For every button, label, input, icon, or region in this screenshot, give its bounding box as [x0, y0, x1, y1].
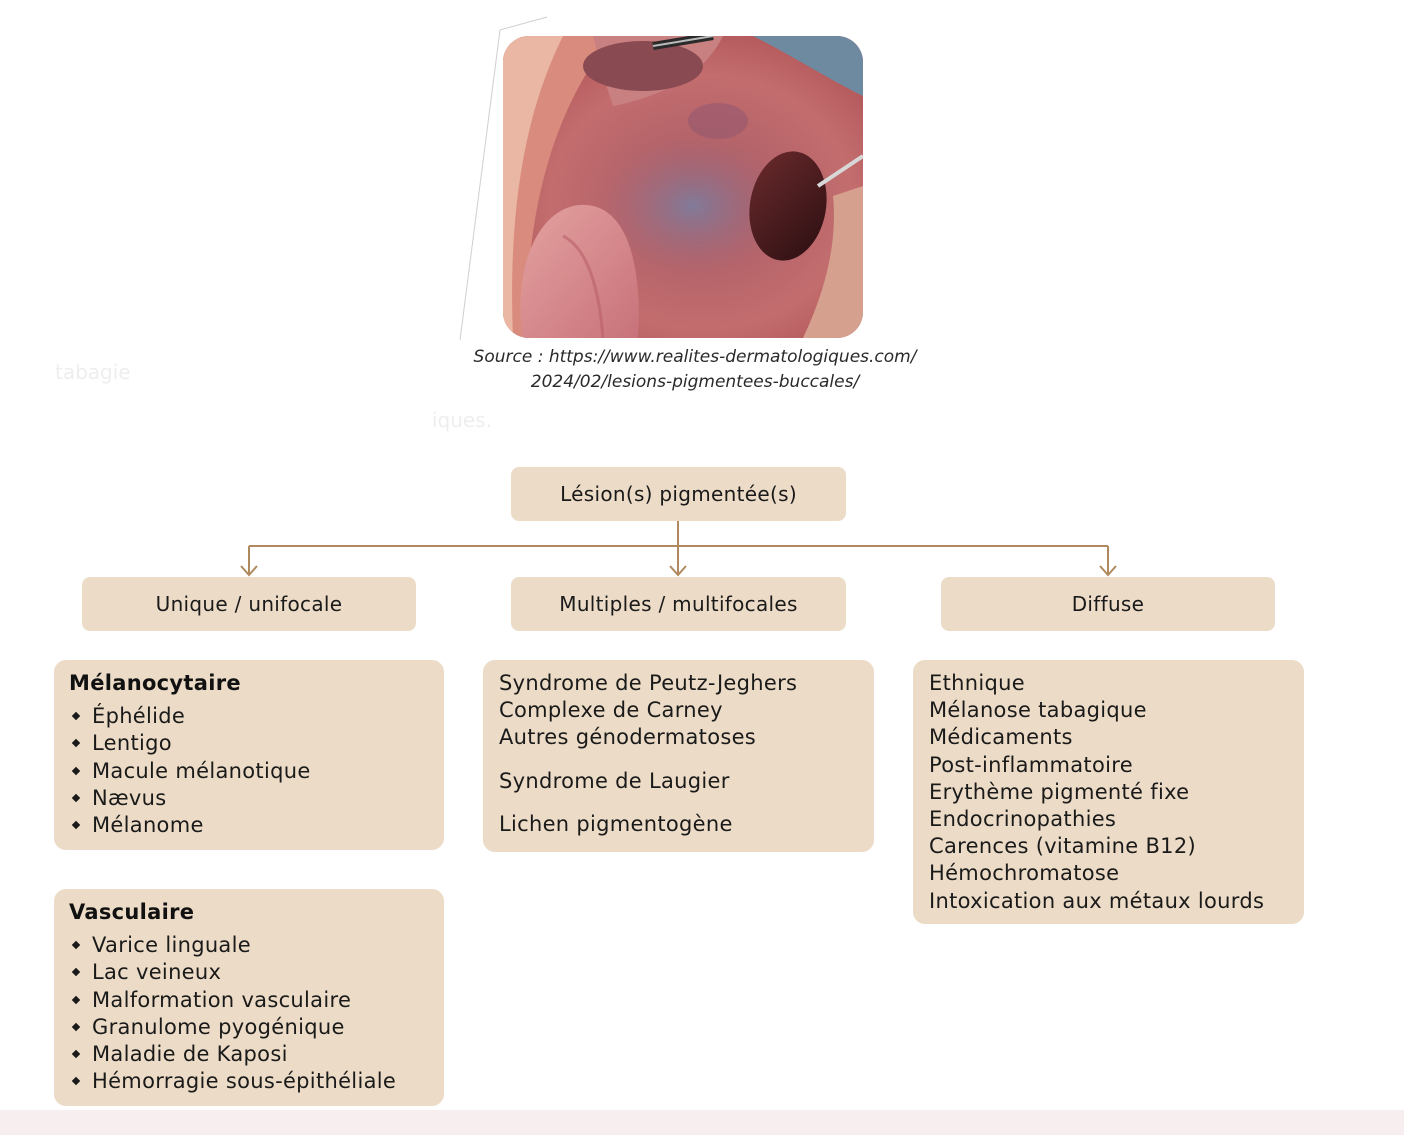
list-item: Lac veineux — [69, 959, 444, 986]
oral-mucosa-photo — [503, 36, 863, 338]
list-item: Complexe de Carney — [499, 698, 723, 723]
faded-text: iques. — [432, 408, 493, 432]
list-item: Éphélide — [69, 703, 444, 730]
faded-text: tabagie — [55, 360, 131, 384]
melanocytaire-panel: Mélanocytaire Éphélide Lentigo Macule mé… — [54, 660, 444, 850]
list-item: Post-inflammatoire — [929, 752, 1133, 777]
list-item: Varice linguale — [69, 932, 444, 959]
list-item: Intoxication aux métaux lourds — [929, 888, 1265, 913]
list-item: Erythème pigmenté fixe — [929, 779, 1190, 804]
list-item: Mélanose tabagique — [929, 698, 1147, 723]
list-item: Autres génodermatoses — [499, 725, 757, 750]
image-source-caption: Source : https://www.realites-dermatolog… — [430, 345, 960, 395]
caption-line-1: Source : https://www.realites-dermatolog… — [473, 347, 917, 367]
list-item: Mélanome — [69, 812, 444, 839]
list-item: Syndrome de Laugier — [499, 768, 730, 793]
category-multiple: Multiples / multifocales — [511, 577, 846, 631]
panel-title: Vasculaire — [69, 900, 195, 924]
list-item: Carences (vitamine B12) — [929, 834, 1196, 859]
list-item: Syndrome de Peutz-Jeghers — [499, 671, 798, 695]
vasculaire-panel: Vasculaire Varice linguale Lac veineux M… — [54, 889, 444, 1106]
category-diffuse: Diffuse — [941, 577, 1275, 631]
multiples-panel: Syndrome de Peutz-Jeghers Complexe de Ca… — [483, 660, 874, 852]
tree-connectors — [240, 521, 1117, 577]
caption-line-2: 2024/02/lesions-pigmentees-buccales/ — [530, 372, 860, 392]
list-item: Malformation vasculaire — [69, 987, 444, 1014]
decorative-line — [459, 16, 548, 341]
list-item: Hémorragie sous-épithéliale — [69, 1068, 444, 1095]
list-item: Lichen pigmentogène — [499, 811, 733, 836]
category-unique: Unique / unifocale — [82, 577, 416, 631]
panel-title: Mélanocytaire — [69, 671, 241, 695]
footer-band — [0, 1110, 1404, 1135]
list-item: Macule mélanotique — [69, 758, 444, 785]
diffuse-panel: Ethnique Mélanose tabagique Médicaments … — [913, 660, 1304, 924]
root-node: Lésion(s) pigmentée(s) — [511, 467, 846, 521]
list-item: Nævus — [69, 785, 444, 812]
list-item: Médicaments — [929, 725, 1073, 750]
list-item: Hémochromatose — [929, 861, 1120, 886]
list-item: Endocrinopathies — [929, 807, 1117, 832]
list-item: Granulome pyogénique — [69, 1014, 444, 1041]
list-item: Ethnique — [929, 671, 1025, 695]
list-item: Lentigo — [69, 730, 444, 757]
list-item: Maladie de Kaposi — [69, 1041, 444, 1068]
